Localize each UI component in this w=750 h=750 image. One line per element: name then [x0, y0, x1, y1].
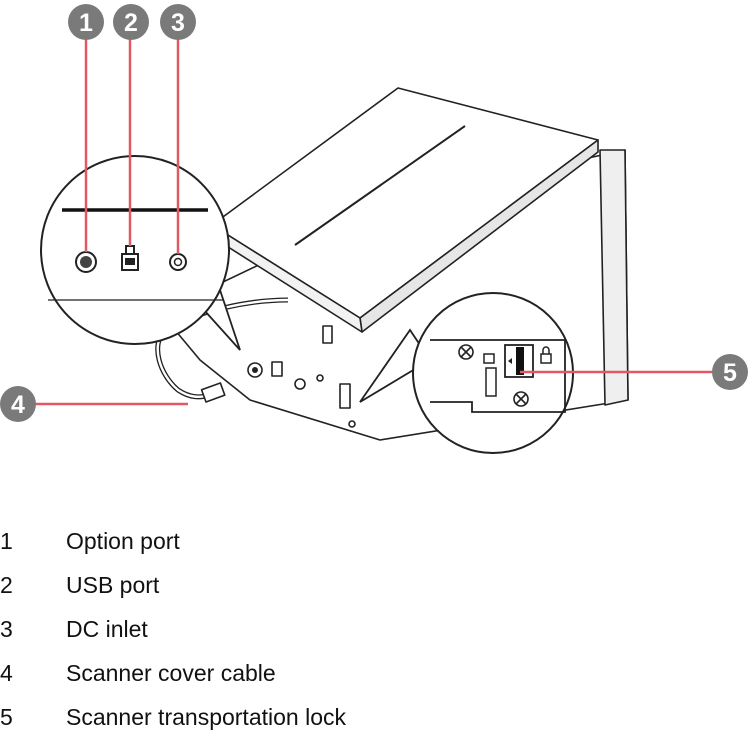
legend-label: Scanner cover cable — [66, 660, 276, 686]
svg-text:2: 2 — [124, 9, 138, 37]
legend-row: 2 USB port — [0, 572, 740, 608]
legend-label: DC inlet — [66, 616, 148, 642]
legend-label: USB port — [66, 572, 160, 598]
lock-panel-outline — [430, 339, 566, 413]
leader-lines — [34, 38, 717, 406]
legend-label: Option port — [66, 528, 180, 554]
svg-text:3: 3 — [171, 9, 185, 37]
screw-icon-top — [458, 344, 474, 360]
lock-magnifier — [359, 292, 574, 454]
legend-row: 1 Option port — [0, 528, 740, 564]
callout-5: 5 — [712, 354, 748, 390]
rear-screw-bottom — [348, 420, 356, 428]
lid-slot-line — [294, 125, 466, 246]
legend-row: 5 Scanner transportation lock — [0, 704, 740, 740]
callout-2: 2 — [113, 4, 149, 40]
svg-text:5: 5 — [723, 359, 737, 387]
unlock-padlock-icon — [483, 353, 495, 364]
lock-padlock-icon — [540, 353, 552, 364]
legend-label: Scanner transportation lock — [66, 704, 346, 730]
callout-4: 4 — [0, 386, 36, 422]
callout-1: 1 — [68, 4, 104, 40]
svg-text:1: 1 — [79, 9, 93, 37]
scanner-diagram: 1 2 3 4 5 — [0, 4, 748, 454]
legend-number: 1 — [0, 528, 13, 554]
rear-usb-port — [271, 361, 283, 377]
lid-hinge — [322, 325, 333, 344]
legend-number: 2 — [0, 572, 13, 598]
legend-number: 4 — [0, 660, 13, 686]
legend-row: 4 Scanner cover cable — [0, 660, 740, 696]
svg-text:4: 4 — [11, 391, 25, 419]
legend-number: 5 — [0, 704, 13, 730]
rear-screw-top — [316, 374, 324, 382]
legend-row: 3 DC inlet — [0, 616, 740, 652]
rear-lock-slider — [339, 383, 351, 409]
legend-number: 3 — [0, 616, 13, 642]
usb-port-icon — [121, 245, 139, 271]
rear-dc-inlet — [294, 378, 306, 390]
cable-connector — [200, 382, 226, 403]
screw-icon-bottom — [513, 391, 529, 407]
lock-arrow-icon — [508, 358, 512, 364]
scanner-right-side — [599, 149, 629, 406]
callout-3: 3 — [160, 4, 196, 40]
